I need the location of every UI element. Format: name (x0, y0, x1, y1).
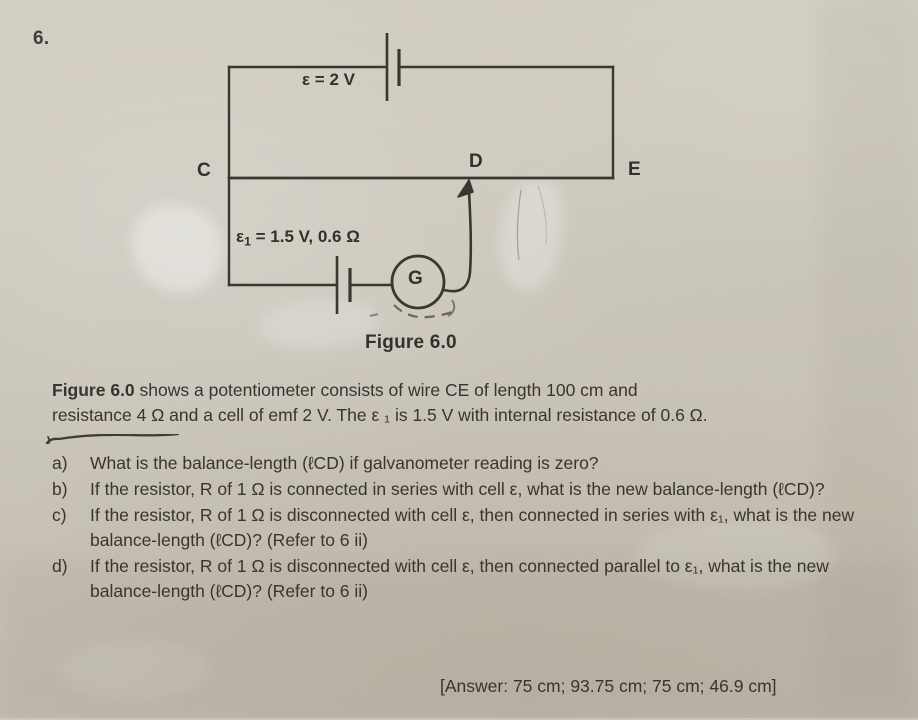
part-marker-c: c) (52, 505, 67, 525)
faint-guide-mark (537, 185, 547, 245)
part-text-b: If the resistor, R of 1 Ω is connected i… (90, 479, 825, 499)
part-marker-d: d) (52, 556, 68, 576)
part-text-a: What is the balance-length (ℓCD) if galv… (90, 453, 599, 473)
question-part-b: b) If the resistor, R of 1 Ω is connecte… (52, 477, 900, 502)
test-cell-emf-label: ε1 = 1.5 V, 0.6 Ω (236, 227, 360, 248)
part-text-c: If the resistor, R of 1 Ω is disconnecte… (90, 505, 855, 550)
pencil-smudge (447, 299, 456, 317)
intro-paragraph: Figure 6.0 shows a potentiometer consist… (52, 378, 900, 428)
jockey-lead-wire (443, 191, 473, 293)
handwritten-underline (45, 434, 180, 445)
intro-figure-reference: Figure 6.0 (52, 380, 135, 400)
galvanometer-icon (390, 254, 446, 310)
question-part-c: c) If the resistor, R of 1 Ω is disconne… (52, 503, 900, 553)
node-label-E: E (628, 159, 641, 180)
test-cell-emf-values: = 1.5 V, 0.6 Ω (255, 227, 360, 246)
circuit-figure: C D E G ε = 2 V ε1 = 1.5 V, 0.6 Ω Figure… (197, 33, 641, 353)
galvanometer-label: G (408, 268, 423, 289)
answer-key: [Answer: 75 cm; 93.75 cm; 75 cm; 46.9 cm… (440, 676, 777, 696)
pencil-smudge (393, 304, 455, 319)
question-body: Figure 6.0 shows a potentiometer consist… (52, 378, 900, 605)
part-marker-b: b) (52, 479, 68, 499)
faint-guide-mark (516, 189, 522, 261)
figure-caption: Figure 6.0 (365, 332, 457, 353)
circuit-diagram-svg (227, 33, 615, 319)
battery-cell-icon (385, 33, 401, 101)
question-part-d: d) If the resistor, R of 1 Ω is disconne… (52, 554, 900, 604)
battery-cell-icon (335, 256, 352, 314)
node-label-C: C (197, 160, 211, 181)
node-label-D: D (469, 151, 483, 172)
intro-line1-rest: shows a potentiometer consists of wire C… (134, 380, 638, 400)
part-marker-a: a) (52, 453, 68, 473)
pencil-smudge (369, 313, 379, 317)
question-number: 6. (33, 28, 50, 49)
question-parts-list: a) What is the balance-length (ℓCD) if g… (52, 451, 900, 604)
source-emf-label: ε = 2 V (302, 70, 355, 89)
intro-line2: resistance 4 Ω and a cell of emf 2 V. Th… (52, 405, 708, 425)
part-text-d: If the resistor, R of 1 Ω is disconnecte… (90, 556, 829, 601)
arrow-pointer-icon (457, 179, 474, 198)
test-cell-emf-symbol: ε (236, 227, 245, 246)
question-part-a: a) What is the balance-length (ℓCD) if g… (52, 451, 900, 476)
test-cell-emf-subscript: 1 (244, 234, 251, 249)
